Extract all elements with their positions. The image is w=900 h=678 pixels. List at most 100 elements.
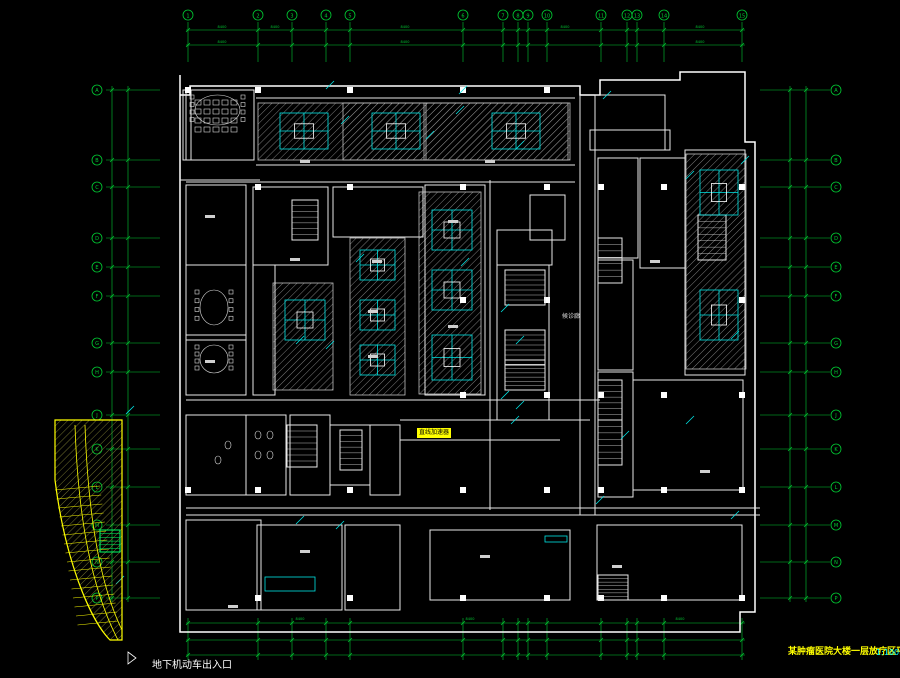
dimension-text: 8400 bbox=[561, 25, 570, 29]
dimension-tick bbox=[525, 637, 531, 643]
dimension-tick bbox=[109, 235, 115, 241]
column bbox=[460, 487, 466, 493]
axis-bubble-top bbox=[286, 9, 298, 21]
toilet-fixture bbox=[214, 455, 222, 465]
axis-label-right: L bbox=[835, 485, 838, 491]
dimension-tick bbox=[500, 620, 506, 626]
axis-bubble-right bbox=[830, 290, 842, 302]
dimension-tick bbox=[460, 637, 466, 643]
column bbox=[460, 184, 466, 190]
desk bbox=[203, 126, 211, 133]
equipment-marker bbox=[455, 105, 465, 115]
desk bbox=[212, 99, 220, 106]
unit-couch bbox=[443, 348, 461, 367]
axis-label-top: 7 bbox=[501, 14, 504, 20]
unit-couch bbox=[296, 311, 314, 329]
column bbox=[739, 297, 745, 303]
axis-bubble-top bbox=[658, 9, 670, 21]
stair-core bbox=[597, 237, 623, 284]
ramp-stripe bbox=[74, 602, 116, 608]
axis-bubble-right bbox=[830, 592, 842, 604]
desk bbox=[221, 117, 229, 124]
dimension-tick bbox=[634, 637, 640, 643]
dimension-tick bbox=[185, 652, 191, 658]
dimension-tick bbox=[125, 340, 131, 346]
chair bbox=[240, 109, 246, 115]
chair bbox=[189, 117, 195, 122]
dimension-tick bbox=[460, 620, 466, 626]
axis-bubble-top bbox=[631, 9, 643, 21]
dimension-tick bbox=[787, 559, 793, 565]
column bbox=[598, 487, 604, 493]
furniture bbox=[189, 94, 274, 465]
ramp-stripe bbox=[62, 530, 107, 536]
axis-label-right: K bbox=[834, 447, 838, 453]
column bbox=[739, 595, 745, 601]
dimension-tick bbox=[515, 637, 521, 643]
axis-bubble-top bbox=[497, 9, 509, 21]
equipment-marker bbox=[685, 415, 695, 425]
chair bbox=[194, 344, 200, 350]
stair-core bbox=[291, 199, 319, 241]
dimension-tick bbox=[803, 484, 809, 490]
ramp-stripe bbox=[77, 620, 119, 626]
unit-couch bbox=[370, 353, 385, 367]
dimension-tick bbox=[323, 27, 329, 33]
dimension-tick bbox=[125, 87, 131, 93]
dimension-tick bbox=[803, 369, 809, 375]
dimension-tick bbox=[347, 27, 353, 33]
axis-label-top: 1 bbox=[186, 14, 189, 20]
column bbox=[544, 297, 550, 303]
stair-core bbox=[597, 574, 629, 601]
dimension-tick bbox=[787, 235, 793, 241]
dimension-tick bbox=[500, 27, 506, 33]
column bbox=[255, 184, 261, 190]
chair bbox=[228, 358, 234, 364]
room-wall bbox=[185, 519, 262, 611]
dimension-tick bbox=[739, 27, 745, 33]
dimension-tick bbox=[525, 27, 531, 33]
dimension-tick bbox=[739, 42, 745, 48]
room-wall bbox=[596, 524, 743, 601]
stair-core bbox=[597, 419, 623, 466]
axis-label-right: E bbox=[834, 265, 837, 271]
axis-bubble-right bbox=[830, 481, 842, 493]
chair bbox=[228, 344, 234, 350]
room-wall bbox=[245, 414, 287, 496]
axis-label-right: D bbox=[834, 236, 838, 242]
dimension-tick bbox=[803, 264, 809, 270]
axis-label-right: M bbox=[834, 523, 838, 529]
room-label-mark bbox=[205, 215, 215, 218]
axis-label-left: C bbox=[95, 185, 99, 191]
column bbox=[661, 184, 667, 190]
dimension-tick bbox=[634, 652, 640, 658]
dimension-tick bbox=[544, 652, 550, 658]
axis-label-right: A bbox=[834, 88, 838, 94]
axis-label-right: H bbox=[834, 370, 838, 376]
axis-bubble-top bbox=[344, 9, 356, 21]
room-wall bbox=[332, 186, 424, 238]
room-wall bbox=[185, 414, 247, 496]
entrance-arrow bbox=[127, 651, 137, 665]
ramp-stripe bbox=[66, 557, 110, 563]
dimension-tick bbox=[460, 27, 466, 33]
dimension-tick bbox=[289, 42, 295, 48]
ramp-stripe bbox=[57, 503, 103, 509]
desk bbox=[221, 126, 229, 133]
dimension-tick bbox=[803, 340, 809, 346]
dimension-tick bbox=[634, 42, 640, 48]
dimension-tick bbox=[347, 42, 353, 48]
chair bbox=[194, 315, 200, 321]
column bbox=[598, 184, 604, 190]
dimension-tick bbox=[787, 157, 793, 163]
dimension-tick bbox=[109, 184, 115, 190]
dimension-text: 8400 bbox=[466, 617, 475, 621]
dimension-tick bbox=[125, 157, 131, 163]
axis-bubble-right bbox=[830, 84, 842, 96]
dimension-tick bbox=[739, 652, 745, 658]
chair bbox=[240, 117, 246, 122]
dimension-tick bbox=[515, 620, 521, 626]
equipment-marker bbox=[460, 257, 470, 267]
column bbox=[544, 595, 550, 601]
